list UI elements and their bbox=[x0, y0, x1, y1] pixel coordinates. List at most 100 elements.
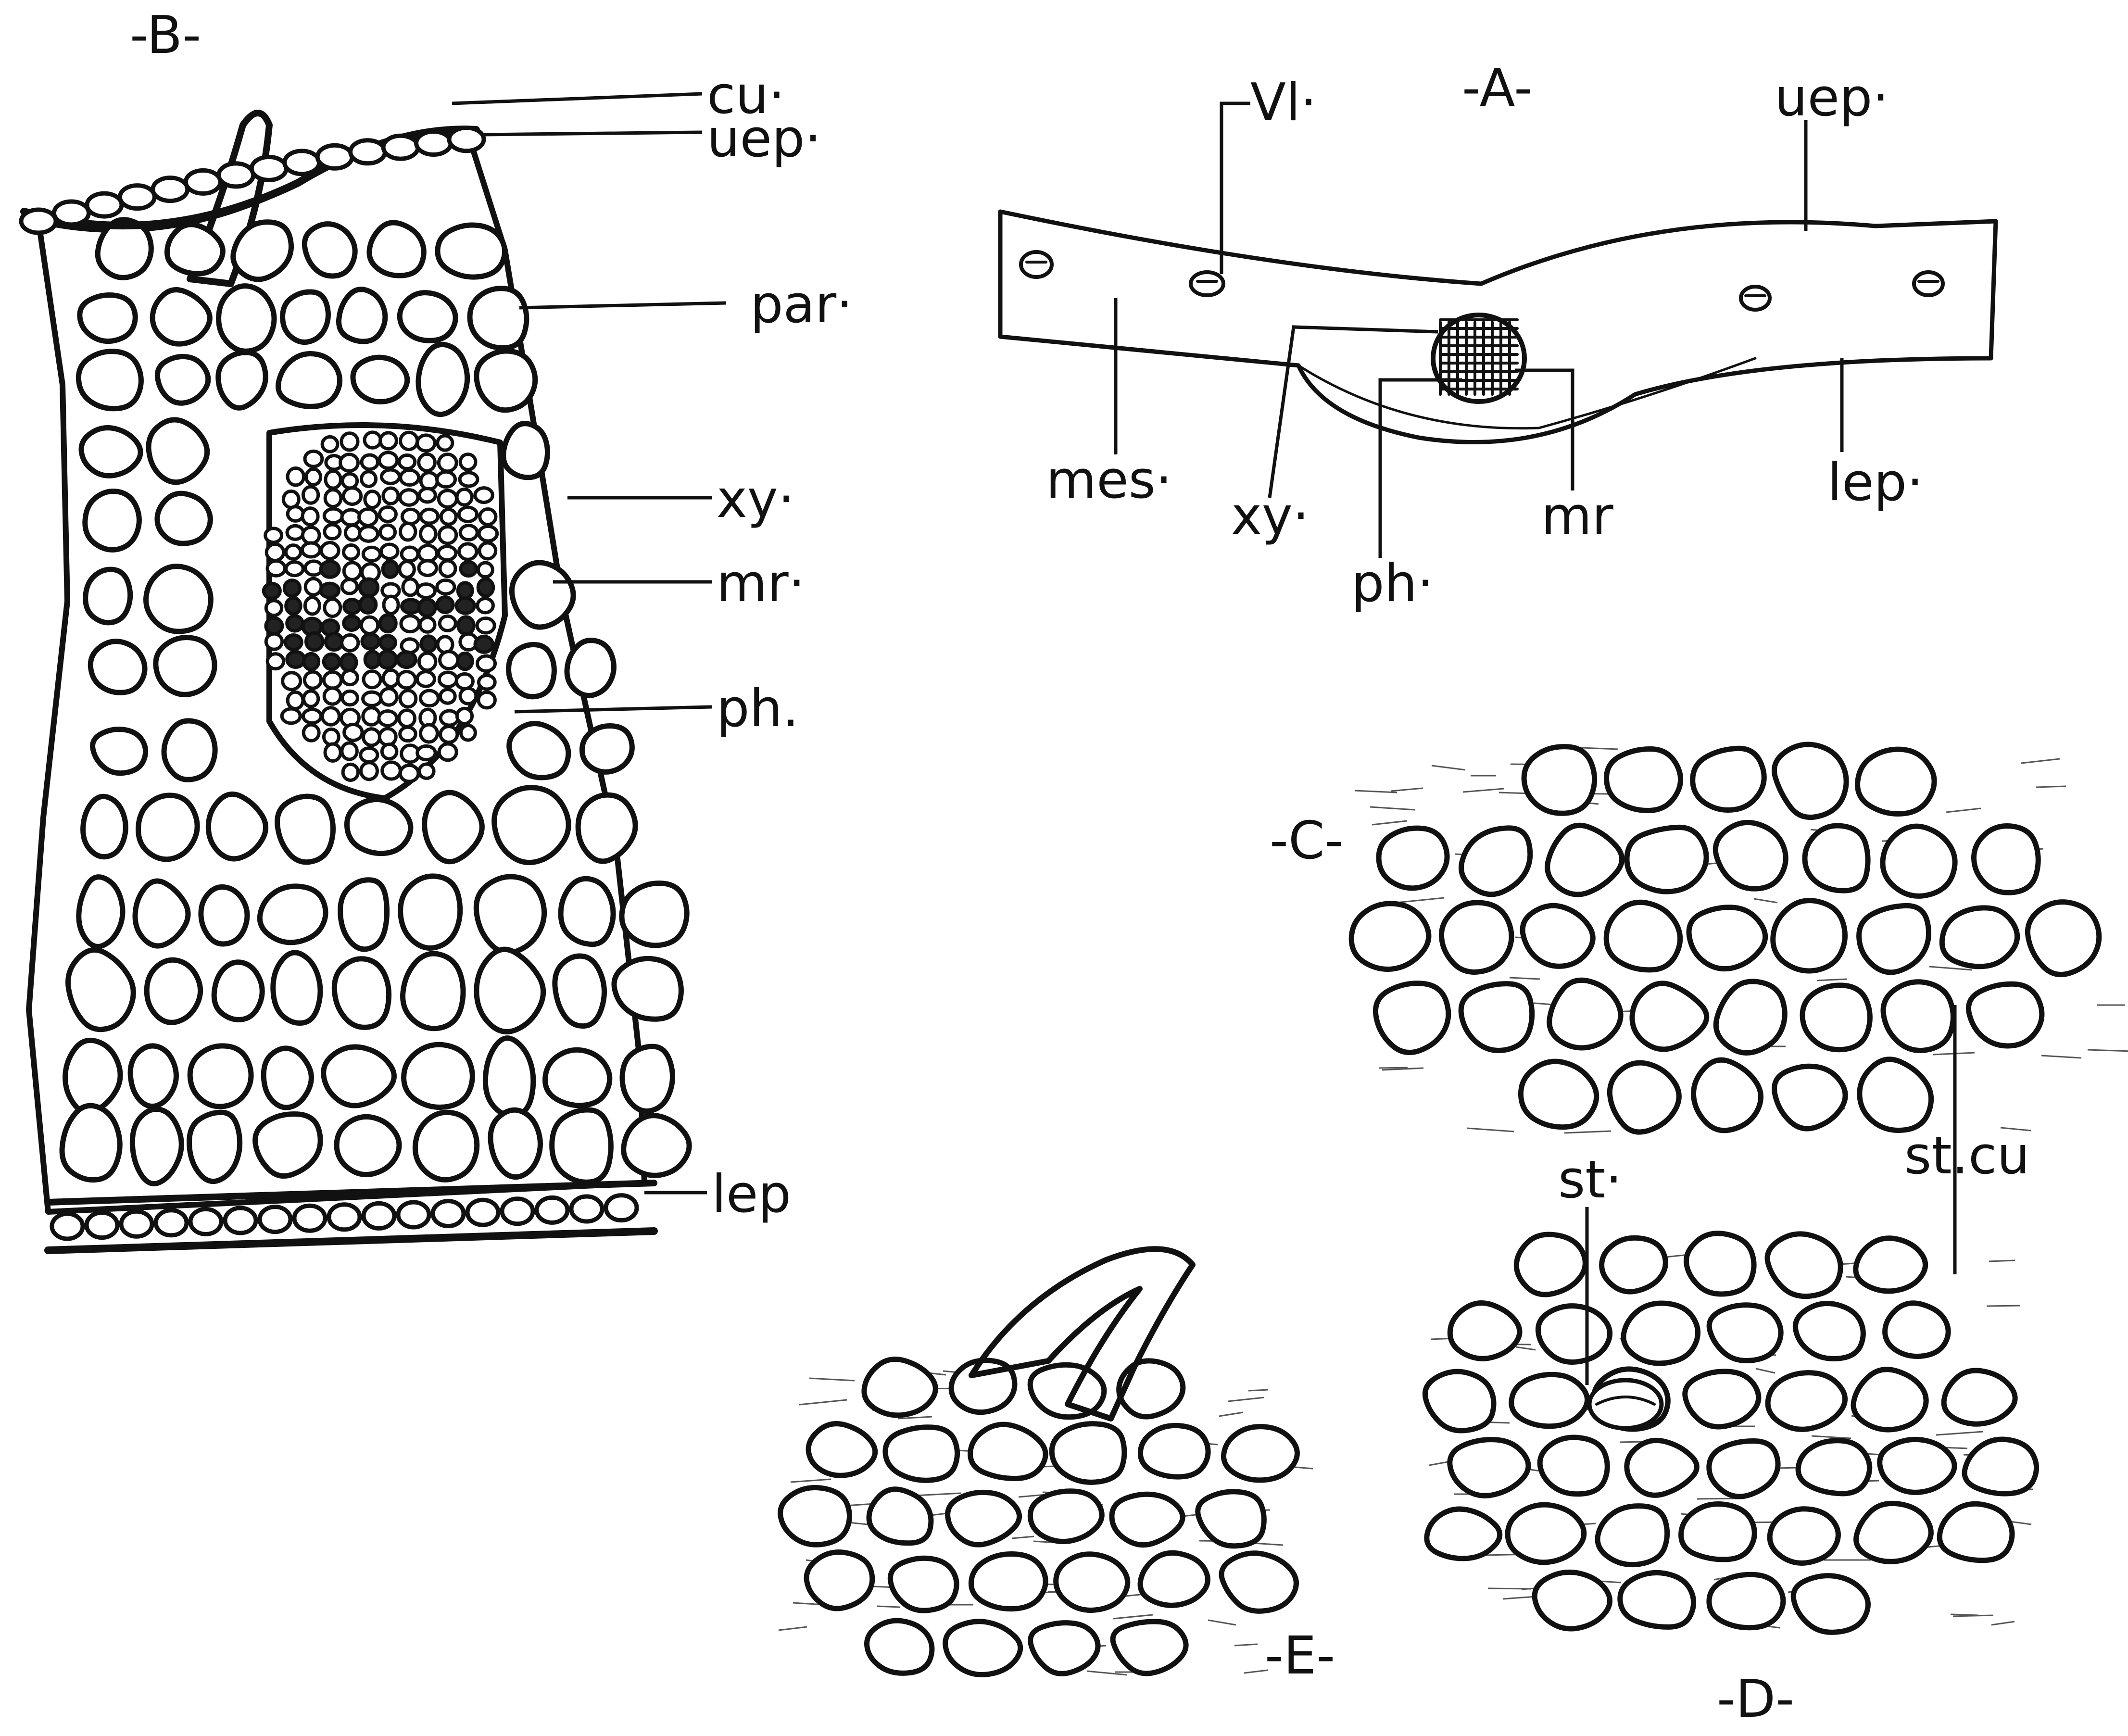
bundle-cell bbox=[265, 528, 282, 542]
figure-d-cell bbox=[1538, 1306, 1610, 1362]
bundle-cell bbox=[460, 454, 476, 470]
upper-epidermal-cell bbox=[351, 140, 385, 164]
bundle-cell bbox=[400, 727, 416, 741]
bundle-cell bbox=[343, 488, 361, 504]
figure-d-cell bbox=[1427, 1509, 1500, 1559]
bundle-cell bbox=[379, 651, 396, 668]
figure-c-shade-stroke bbox=[2036, 786, 2066, 787]
lower-epidermal-cell bbox=[571, 1196, 602, 1221]
figure-c-cell bbox=[1627, 827, 1706, 892]
bundle-cell bbox=[480, 509, 496, 524]
parenchyma-cell bbox=[425, 793, 482, 862]
figure-d-cell bbox=[1511, 1374, 1587, 1426]
figure-d-epidermal-cells bbox=[1425, 1233, 2036, 1633]
parenchyma-cell bbox=[190, 1046, 251, 1107]
parenchyma-cell bbox=[494, 788, 569, 863]
parenchyma-cell bbox=[147, 960, 200, 1022]
figure-e-cell bbox=[890, 1558, 957, 1610]
figure-d-cell bbox=[1620, 1572, 1694, 1627]
figure-a-title: -A- bbox=[1462, 58, 1533, 118]
bundle-cell bbox=[340, 454, 358, 471]
figure-c-cell bbox=[1693, 748, 1764, 810]
bundle-cell bbox=[305, 597, 319, 614]
figure-a-bundle-2 bbox=[1191, 272, 1223, 295]
figure-a-bundle-1 bbox=[1021, 252, 1052, 277]
bundle-cell bbox=[304, 672, 321, 688]
bundle-cell bbox=[365, 432, 380, 448]
bundle-cell bbox=[287, 616, 303, 631]
figure-e-cell bbox=[885, 1427, 957, 1481]
bundle-cell bbox=[479, 543, 496, 559]
figure-d-label-st: st· bbox=[1558, 1150, 1622, 1210]
lower-epidermal-cell bbox=[156, 1210, 187, 1235]
figure-c-shade-stroke bbox=[1754, 899, 1777, 903]
bundle-cell bbox=[325, 744, 340, 761]
bundle-cell bbox=[321, 542, 339, 558]
bundle-cell bbox=[360, 579, 378, 596]
figure-e-cell bbox=[971, 1554, 1045, 1609]
upper-epidermal-cell bbox=[219, 164, 253, 187]
figure-e-surface-with-trichome: -E- bbox=[779, 1249, 1335, 1686]
parenchyma-cell bbox=[578, 795, 635, 861]
bundle-cell bbox=[306, 469, 321, 485]
bundle-cell bbox=[342, 670, 357, 684]
bundle-cell bbox=[324, 688, 340, 704]
figure-c-shade-stroke bbox=[2021, 759, 2060, 763]
figure-e-shade-stroke bbox=[1012, 1536, 1034, 1538]
bundle-cell bbox=[361, 472, 376, 487]
bundle-cell bbox=[364, 729, 380, 745]
bundle-cell bbox=[420, 691, 438, 706]
bundle-cell bbox=[417, 435, 435, 451]
bundle-cell bbox=[479, 526, 497, 541]
parenchyma-cell bbox=[93, 730, 146, 773]
bundle-cell bbox=[417, 584, 435, 598]
figure-c-shade-stroke bbox=[1391, 788, 1423, 791]
figure-d-cell bbox=[1709, 1441, 1778, 1497]
figure-b-uep-leader bbox=[481, 132, 702, 135]
bundle-cell bbox=[288, 507, 303, 521]
bundle-cell bbox=[266, 618, 282, 634]
figure-c-cell bbox=[1968, 984, 2041, 1046]
figure-b-cu-leader bbox=[452, 94, 702, 103]
bundle-cell bbox=[322, 437, 338, 452]
bundle-cell bbox=[325, 525, 340, 539]
figure-d-label-stcu: st.cu bbox=[1904, 1126, 2030, 1186]
bundle-cell bbox=[325, 490, 341, 506]
figure-d-shade-stroke bbox=[1516, 1347, 1536, 1350]
figure-e-cell bbox=[1140, 1425, 1208, 1477]
figure-a-label-ph: ph· bbox=[1351, 554, 1434, 614]
figure-c-title: -C- bbox=[1270, 811, 1343, 871]
bundle-cell bbox=[381, 470, 399, 483]
parenchyma-cell bbox=[418, 344, 467, 414]
figure-d-stoma bbox=[1589, 1380, 1662, 1428]
bundle-cell bbox=[420, 525, 436, 542]
lower-epidermal-cell bbox=[433, 1201, 464, 1226]
parenchyma-cell bbox=[146, 566, 211, 631]
figure-c-cell bbox=[1859, 906, 1929, 972]
figure-c-cell bbox=[1521, 1061, 1596, 1127]
bundle-cell bbox=[457, 708, 472, 723]
figure-d-cell bbox=[1885, 1303, 1949, 1357]
upper-epidermal-cell bbox=[21, 210, 56, 233]
upper-epidermal-cell bbox=[285, 151, 319, 174]
upper-epidermal-cell bbox=[416, 132, 451, 155]
parenchyma-cell bbox=[369, 223, 424, 276]
figure-d-cell bbox=[1770, 1509, 1838, 1563]
bundle-cell bbox=[345, 525, 360, 540]
lower-epidermal-cell bbox=[260, 1207, 290, 1232]
parenchyma-cell bbox=[255, 1114, 321, 1176]
parenchyma-cell bbox=[164, 721, 215, 780]
bundle-cell bbox=[437, 580, 454, 593]
bundle-cell bbox=[402, 600, 420, 613]
figure-c-shade-stroke bbox=[1355, 791, 1397, 793]
parenchyma-cell bbox=[561, 879, 613, 944]
lower-epidermal-cell bbox=[121, 1211, 152, 1236]
bundle-cell bbox=[287, 526, 303, 539]
bundle-cell bbox=[266, 601, 281, 616]
bundle-cell bbox=[419, 454, 435, 471]
figure-c-cell bbox=[1715, 822, 1786, 889]
bundle-cell bbox=[421, 636, 436, 652]
parenchyma-cell bbox=[78, 352, 141, 409]
figure-b-leaf-cross-section: -B- cu· uep· par· xy· mr· ph. lep bbox=[21, 5, 853, 1250]
bundle-cell bbox=[457, 489, 472, 505]
